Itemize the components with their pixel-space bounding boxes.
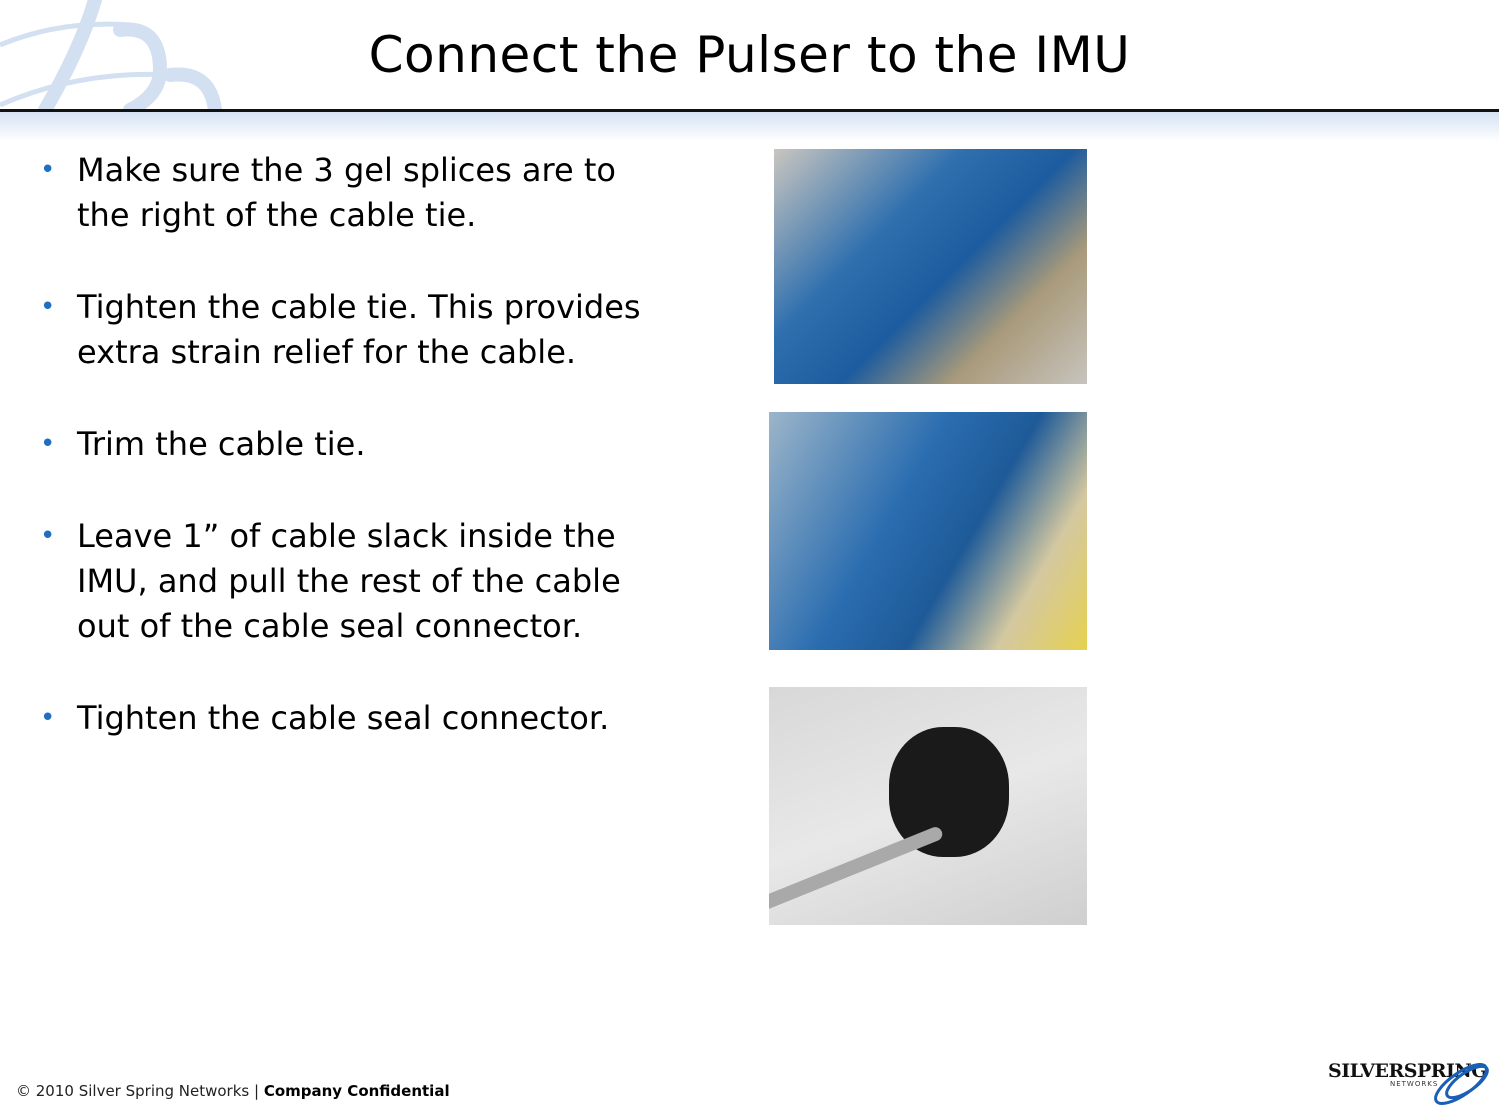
logo-text: SILVERSPRING: [1328, 1060, 1488, 1082]
bullet-item: • Tighten the cable tie. This provides ex…: [40, 285, 660, 375]
photo-cable-tie-on-board: [774, 149, 1087, 384]
footer: © 2010 Silver Spring Networks | Company …: [16, 1082, 450, 1100]
logo-swoosh-icon: [1434, 1063, 1489, 1105]
title-divider: [0, 109, 1499, 112]
bullet-list: • Make sure the 3 gel splices are to the …: [40, 148, 660, 788]
bullet-item: • Leave 1” of cable slack inside the IMU,…: [40, 514, 660, 649]
bullet-item: • Trim the cable tie.: [40, 422, 660, 467]
bullet-text: Make sure the 3 gel splices are to the r…: [77, 151, 616, 234]
bullet-icon: •: [40, 521, 56, 551]
bullet-text: Trim the cable tie.: [77, 425, 366, 463]
logo-watermark: [0, 0, 222, 110]
bullet-text: Tighten the cable seal connector.: [77, 699, 610, 737]
bullet-icon: •: [40, 292, 56, 322]
bullet-text: Tighten the cable tie. This provides ext…: [77, 288, 641, 371]
bullet-text: Leave 1” of cable slack inside the IMU, …: [77, 517, 621, 645]
photo-trimmed-cable-tie: [769, 412, 1087, 650]
bullet-icon: •: [40, 155, 56, 185]
photo-cable-seal-connector: [769, 687, 1087, 925]
bullet-icon: •: [40, 703, 56, 733]
bullet-item: • Tighten the cable seal connector.: [40, 696, 660, 741]
copyright-text: © 2010 Silver Spring Networks |: [16, 1082, 264, 1100]
confidential-label: Company Confidential: [263, 1082, 450, 1100]
silver-spring-logo: SILVERSPRING NETWORKS: [1328, 1058, 1498, 1110]
slide-title: Connect the Pulser to the IMU: [368, 26, 1131, 84]
logo-subtext: NETWORKS: [1390, 1080, 1439, 1088]
bullet-item: • Make sure the 3 gel splices are to the …: [40, 148, 660, 238]
header-gradient-band: [0, 112, 1499, 142]
bullet-icon: •: [40, 429, 56, 459]
